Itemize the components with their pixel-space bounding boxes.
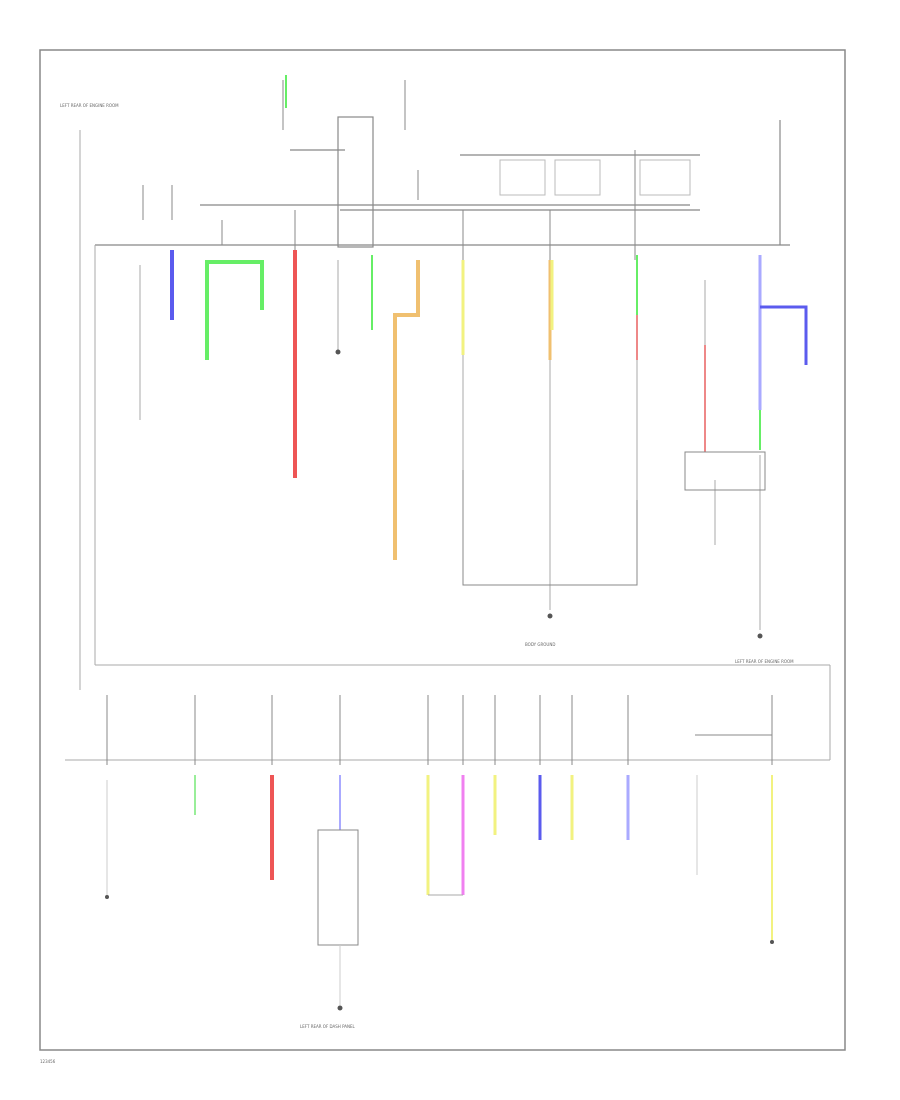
ground-label-center: BODY GROUND [525,642,555,647]
grey-wires-upper [139,260,761,630]
junction-dots [105,349,774,1011]
lower-fuses [106,695,773,765]
wire-orange-1 [393,260,420,560]
module-box-lower [317,829,359,946]
wire-blue-2 [760,305,808,365]
figure-id: 123456 [40,1059,56,1064]
ground-label-bottom: LEFT REAR OF DASH PANEL [300,1024,355,1029]
ground-label-right: LEFT REAR OF ENGINE ROOM [735,659,794,664]
relay-top-1 [499,159,546,196]
relay-top-2 [554,159,601,196]
module-box-center [462,470,638,586]
ground-label-left: LEFT REAR OF ENGINE ROOM [60,103,119,108]
relay-box-right [684,451,766,491]
diagram-border [39,49,846,1051]
top-bus [95,116,790,248]
frame-lines [65,130,831,761]
upper-fuses [142,80,636,260]
wire-green-1 [205,260,264,360]
relay-top-3 [639,159,691,196]
